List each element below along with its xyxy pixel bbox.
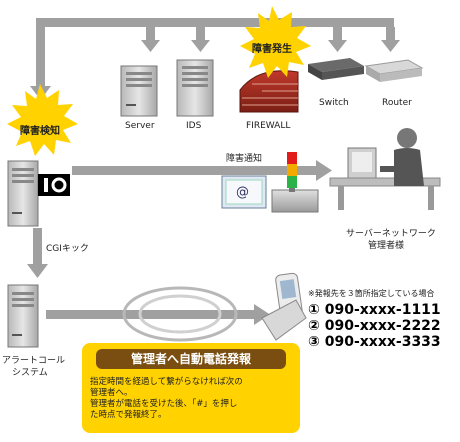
phone-entry-2-num: ② (308, 318, 320, 334)
mail-symbol: @ (236, 185, 249, 200)
firewall-label: FIREWALL (246, 121, 291, 131)
phone-entry-1-number: 090-xxxx-1111 (324, 302, 441, 318)
phone-entry-3-num: ③ (308, 334, 320, 350)
call-arrow (46, 304, 270, 325)
phone-entry-3-number: 090-xxxx-3333 (324, 334, 441, 350)
phone-entry-2-number: 090-xxxx-2222 (324, 318, 441, 334)
ids-label: IDS (186, 121, 202, 131)
failure-notice-label: 障害通知 (226, 154, 263, 164)
notice-line-4: た時点で発報終了。 (90, 410, 167, 420)
notify-arrow (72, 160, 332, 181)
phone-entry-2: ② 090-xxxx-2222 (308, 318, 441, 334)
failure-detected-label: 障害検知 (20, 126, 60, 137)
alert-system-label-line2: システム (12, 368, 48, 378)
phone-number-list: ※発報先を３箇所指定している場合 ① 090-xxxx-1111 ② 090-x… (308, 288, 441, 350)
monitoring-server-icon (7, 160, 39, 227)
failure-occurred-label: 障害発生 (252, 44, 292, 55)
mobile-phone-icon (261, 272, 307, 341)
router-label: Router (382, 98, 412, 108)
phone-note: ※発報先を３箇所指定している場合 (308, 289, 435, 298)
admin-label-line1: サーバーネットワーク (346, 229, 436, 239)
signal-light-icon (271, 152, 319, 213)
pc-logo-icon (38, 174, 70, 196)
notice-box: 管理者へ自動電話発報 指定時間を経過して繋がらなければ次の 管理者へ。 管理者が… (82, 343, 300, 433)
cgi-kick-label: CGIキック (46, 244, 89, 254)
router-icon (364, 59, 424, 82)
phone-entry-3: ③ 090-xxxx-3333 (308, 334, 441, 350)
switch-icon (308, 58, 364, 80)
admin-label-line2: 管理者様 (368, 241, 405, 251)
phone-entry-1: ① 090-xxxx-1111 (308, 302, 441, 318)
wireless-signal-icon (122, 286, 238, 342)
network-bus (30, 18, 400, 100)
failure-occurred-burst (240, 6, 311, 78)
notice-title: 管理者へ自動電話発報 (96, 349, 286, 369)
failure-detected-burst (7, 84, 78, 156)
admin-person-icon (329, 128, 441, 210)
notice-line-1: 指定時間を経過して繋がらなければ次の (90, 377, 243, 387)
cgi-kick-arrow (27, 228, 48, 278)
phone-entry-1-num: ① (308, 302, 320, 318)
notice-body: 指定時間を経過して繋がらなければ次の 管理者へ。 管理者が電話を受けた後、「#」… (90, 377, 296, 421)
mail-icon (221, 175, 267, 209)
server-icon (120, 65, 158, 117)
alert-call-system-icon (7, 284, 39, 348)
alert-system-label-line1: アラートコール (2, 356, 66, 366)
ids-icon (176, 59, 214, 117)
switch-label: Switch (319, 98, 349, 108)
server-label: Server (125, 121, 155, 131)
firewall-icon (239, 70, 299, 113)
notice-line-3: 管理者が電話を受けた後、「#」を押し (90, 399, 238, 409)
notice-line-2: 管理者へ。 (90, 388, 133, 398)
